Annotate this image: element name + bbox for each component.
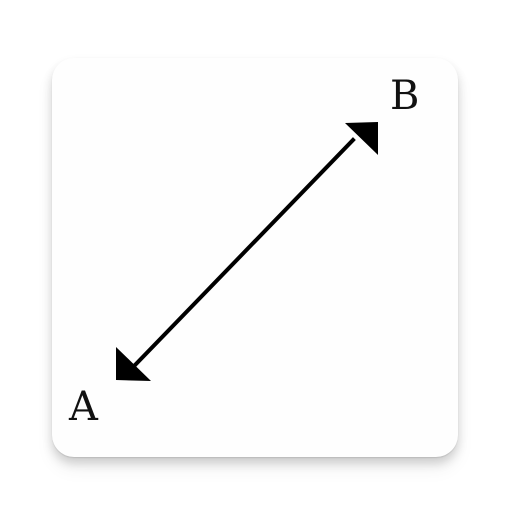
arrow-shaft xyxy=(133,137,356,367)
arrow-head-a-icon xyxy=(116,347,151,381)
double-headed-arrow-icon xyxy=(116,122,378,381)
point-a-label: A xyxy=(69,384,98,430)
point-b-label: B xyxy=(390,73,420,119)
app-icon-card[interactable]: A B xyxy=(52,58,458,457)
arrow-head-b-icon xyxy=(345,122,378,155)
